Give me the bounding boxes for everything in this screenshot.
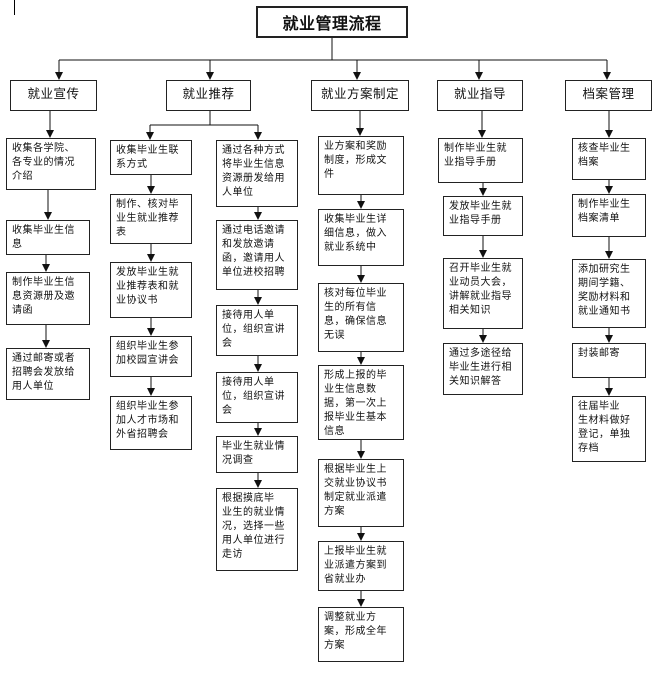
step-box: 制作、核对毕 业生就业推荐 表 xyxy=(110,194,192,244)
step-box: 发放毕业生就 业推荐表和就 业协议书 xyxy=(110,262,192,318)
step-box: 收集各学院、 各专业的情况 介绍 xyxy=(6,138,96,190)
step-box: 毕业生就业情 况调查 xyxy=(216,436,298,473)
step-box: 组织毕业生参 加校园宣讲会 xyxy=(110,336,192,377)
step-box: 收集毕业生联 系方式 xyxy=(110,140,192,175)
step-box: 发放毕业生就 业指导手册 xyxy=(443,196,523,236)
step-box: 形成上报的毕 业生信息数 据，第一次上 报毕业生基本 信息 xyxy=(318,365,404,440)
step-box: 组织毕业生参 加人才市场和 外省招聘会 xyxy=(110,396,192,450)
step-box: 根据毕业生上 交就业协议书 制定就业派遣 方案 xyxy=(318,459,404,527)
category-employment-recommendation: 就业推荐 xyxy=(166,80,251,111)
category-employment-plan: 就业方案制定 xyxy=(311,80,409,111)
step-box: 核对每位毕业 生的所有信 息，确保信息 无误 xyxy=(318,283,404,352)
step-box: 封装邮寄 xyxy=(572,343,646,378)
step-box: 召开毕业生就 业动员大会， 讲解就业指导 相关知识 xyxy=(443,258,523,329)
step-box: 制作毕业生信 息资源册及邀 请函 xyxy=(6,272,90,325)
step-box: 通过多途径给 毕业生进行相 关知识解答 xyxy=(443,343,523,395)
step-box: 接待用人单 位，组织宣讲 会 xyxy=(216,305,298,356)
step-box: 往届毕业 生材料做好 登记，单独 存档 xyxy=(572,396,646,462)
diagram-title: 就业管理流程 xyxy=(256,6,408,38)
category-archive-management: 档案管理 xyxy=(565,80,652,111)
step-box: 调整就业方 案，形成全年 方案 xyxy=(318,607,404,662)
step-box: 业方案和奖励 制度，形成文 件 xyxy=(318,136,404,195)
step-box: 制作毕业生 档案清单 xyxy=(572,194,646,237)
step-box: 收集毕业生详 细信息，做入 就业系统中 xyxy=(318,209,404,266)
category-employment-guidance: 就业指导 xyxy=(437,80,523,111)
step-box: 根据摸底毕 业生的就业情 况，选择一些 用人单位进行 走访 xyxy=(216,488,298,571)
step-box: 接待用人单 位，组织宣讲 会 xyxy=(216,372,298,423)
step-box: 通过电话邀请 和发放邀请 函，邀请用人 单位进校招聘 xyxy=(216,220,298,290)
step-box: 收集毕业生信 息 xyxy=(6,220,90,255)
step-box: 制作毕业生就 业指导手册 xyxy=(438,138,523,183)
corner-mark xyxy=(14,0,15,15)
step-box: 核查毕业生 档案 xyxy=(572,138,646,180)
step-box: 通过邮寄或者 招聘会发放给 用人单位 xyxy=(6,348,90,400)
step-box: 添加研究生 期间学籍、 奖励材料和 就业通知书 xyxy=(572,259,646,328)
step-box: 通过各种方式 将毕业生信息 资源册发给用 人单位 xyxy=(216,140,298,207)
category-employment-publicity: 就业宣传 xyxy=(10,80,97,111)
step-box: 上报毕业生就 业派遣方案到 省就业办 xyxy=(318,541,404,591)
